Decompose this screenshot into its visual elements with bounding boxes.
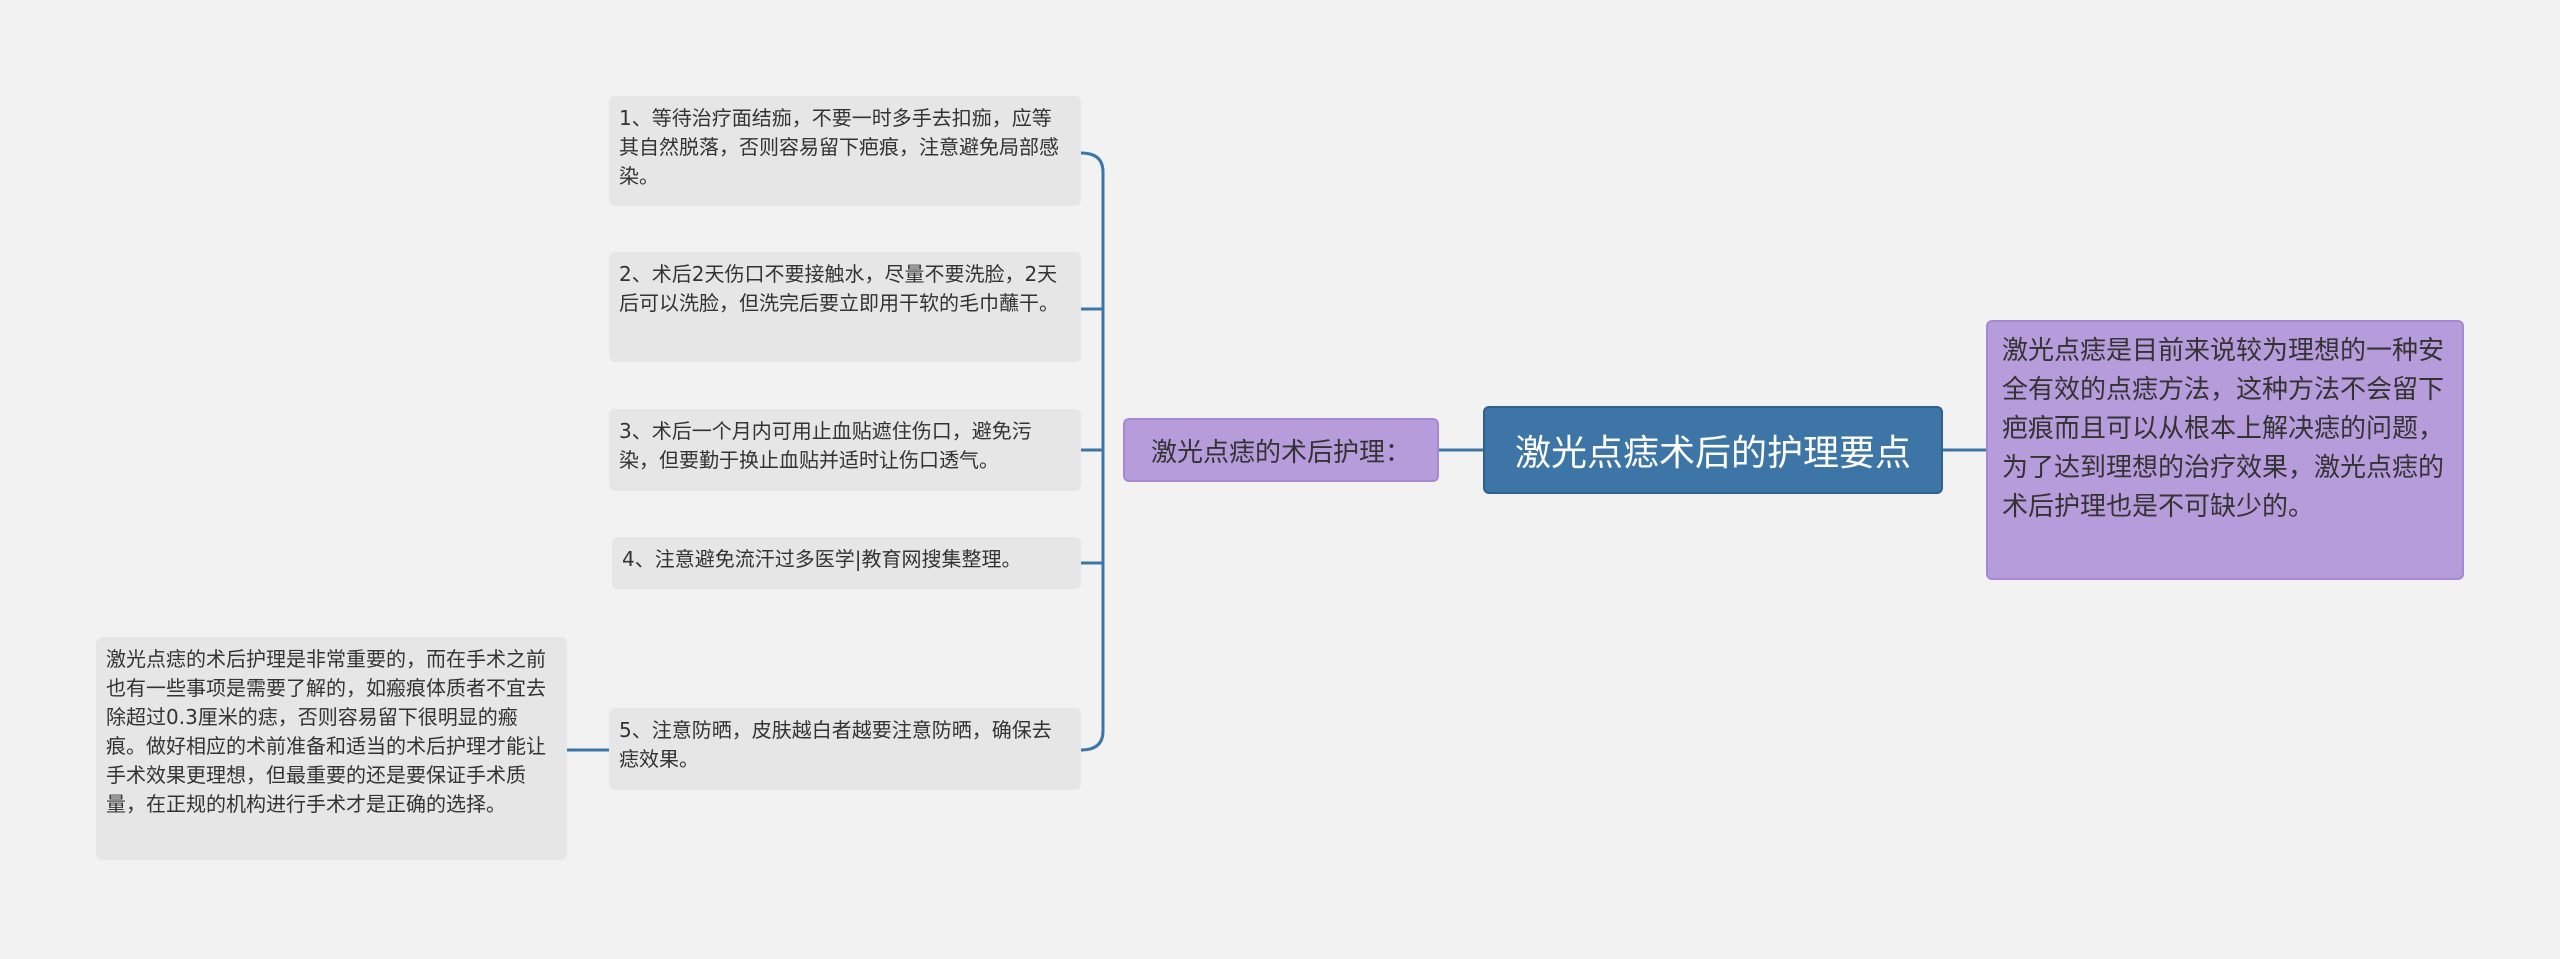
item-text-2: 2、术后2天伤口不要接触水，尽量不要洗脸，2天后可以洗脸，但洗完后要立即用干软的…: [619, 262, 1059, 315]
connector-branch-items: [1080, 151, 1105, 752]
summary-text: 激光点痣是目前来说较为理想的一种安全有效的点痣方法，这种方法不会留下疤痕而且可以…: [2002, 336, 2445, 522]
item-node-4[interactable]: 4、注意避免流汗过多医学|教育网搜集整理。: [612, 537, 1081, 589]
item-text-5: 5、注意防晒，皮肤越白者越要注意防晒，确保去痣效果。: [619, 718, 1052, 771]
branch-topic-label: 激光点痣的术后护理：: [1150, 437, 1411, 468]
item-text-1: 1、等待治疗面结痂，不要一时多手去扣痂，应等其自然脱落，否则容易留下疤痕，注意避…: [619, 106, 1059, 188]
note-node[interactable]: 激光点痣的术后护理是非常重要的，而在手术之前也有一些事项是需要了解的，如瘢痕体质…: [96, 637, 567, 860]
item-text-3: 3、术后一个月内可用止血贴遮住伤口，避免污染，但要勤于换止血贴并适时让伤口透气。: [619, 419, 1032, 472]
item-text-4: 4、注意避免流汗过多医学|教育网搜集整理。: [622, 547, 1022, 571]
item-node-3[interactable]: 3、术后一个月内可用止血贴遮住伤口，避免污染，但要勤于换止血贴并适时让伤口透气。: [609, 409, 1081, 491]
item-node-1[interactable]: 1、等待治疗面结痂，不要一时多手去扣痂，应等其自然脱落，否则容易留下疤痕，注意避…: [609, 96, 1081, 206]
summary-node[interactable]: 激光点痣是目前来说较为理想的一种安全有效的点痣方法，这种方法不会留下疤痕而且可以…: [1986, 320, 2464, 580]
note-text: 激光点痣的术后护理是非常重要的，而在手术之前也有一些事项是需要了解的，如瘢痕体质…: [106, 647, 546, 816]
item-node-5[interactable]: 5、注意防晒，皮肤越白者越要注意防晒，确保去痣效果。: [609, 708, 1081, 790]
item-node-2[interactable]: 2、术后2天伤口不要接触水，尽量不要洗脸，2天后可以洗脸，但洗完后要立即用干软的…: [609, 252, 1081, 362]
branch-topic[interactable]: 激光点痣的术后护理：: [1123, 418, 1439, 482]
root-topic[interactable]: 激光点痣术后的护理要点: [1483, 406, 1943, 494]
root-topic-label: 激光点痣术后的护理要点: [1514, 433, 1911, 474]
